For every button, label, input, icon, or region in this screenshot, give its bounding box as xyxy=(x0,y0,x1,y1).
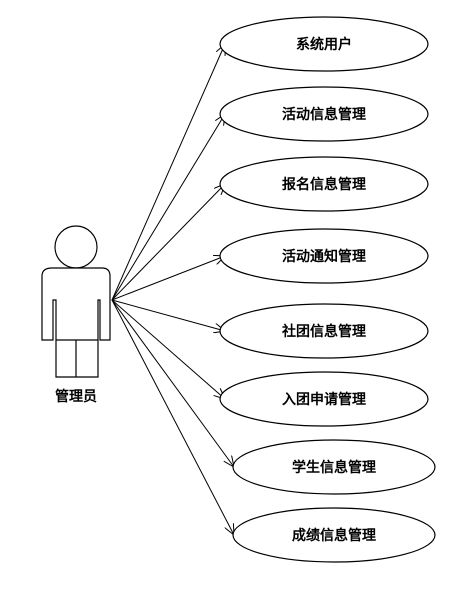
association-arrow xyxy=(111,114,225,301)
actor-label: 管理员 xyxy=(55,388,97,405)
actor-body xyxy=(41,267,111,378)
use-case-label: 活动通知管理 xyxy=(282,248,366,265)
use-case-activity-notice: 活动通知管理 xyxy=(219,228,429,284)
association-arrow xyxy=(111,184,225,301)
association-arrow xyxy=(111,299,225,331)
actor-head xyxy=(54,225,98,269)
use-case-label: 入团申请管理 xyxy=(282,391,366,408)
use-case-label: 系统用户 xyxy=(296,36,352,53)
association-arrow xyxy=(111,256,225,301)
use-case-system-user: 系统用户 xyxy=(219,16,429,72)
use-case-label: 社团信息管理 xyxy=(281,323,366,340)
use-case-label: 学生信息管理 xyxy=(292,459,376,476)
use-case-club-application: 入团申请管理 xyxy=(219,371,429,427)
use-case-label: 报名信息管理 xyxy=(282,176,366,193)
use-case-grade-info: 成绩信息管理 xyxy=(232,507,436,563)
association-arrow xyxy=(111,299,234,535)
associations xyxy=(111,44,234,535)
use-case-activity-info: 活动信息管理 xyxy=(219,86,429,142)
association-arrow xyxy=(111,299,225,399)
use-case-registration-info: 报名信息管理 xyxy=(219,156,429,212)
association-arrow xyxy=(111,44,225,301)
association-arrow xyxy=(111,299,234,467)
use-case-label: 成绩信息管理 xyxy=(292,527,376,544)
use-case-label: 活动信息管理 xyxy=(282,106,366,123)
use-case-student-info: 学生信息管理 xyxy=(232,439,436,495)
actor: 管理员 xyxy=(41,225,111,405)
use-case-club-info: 社团信息管理 xyxy=(219,303,429,359)
